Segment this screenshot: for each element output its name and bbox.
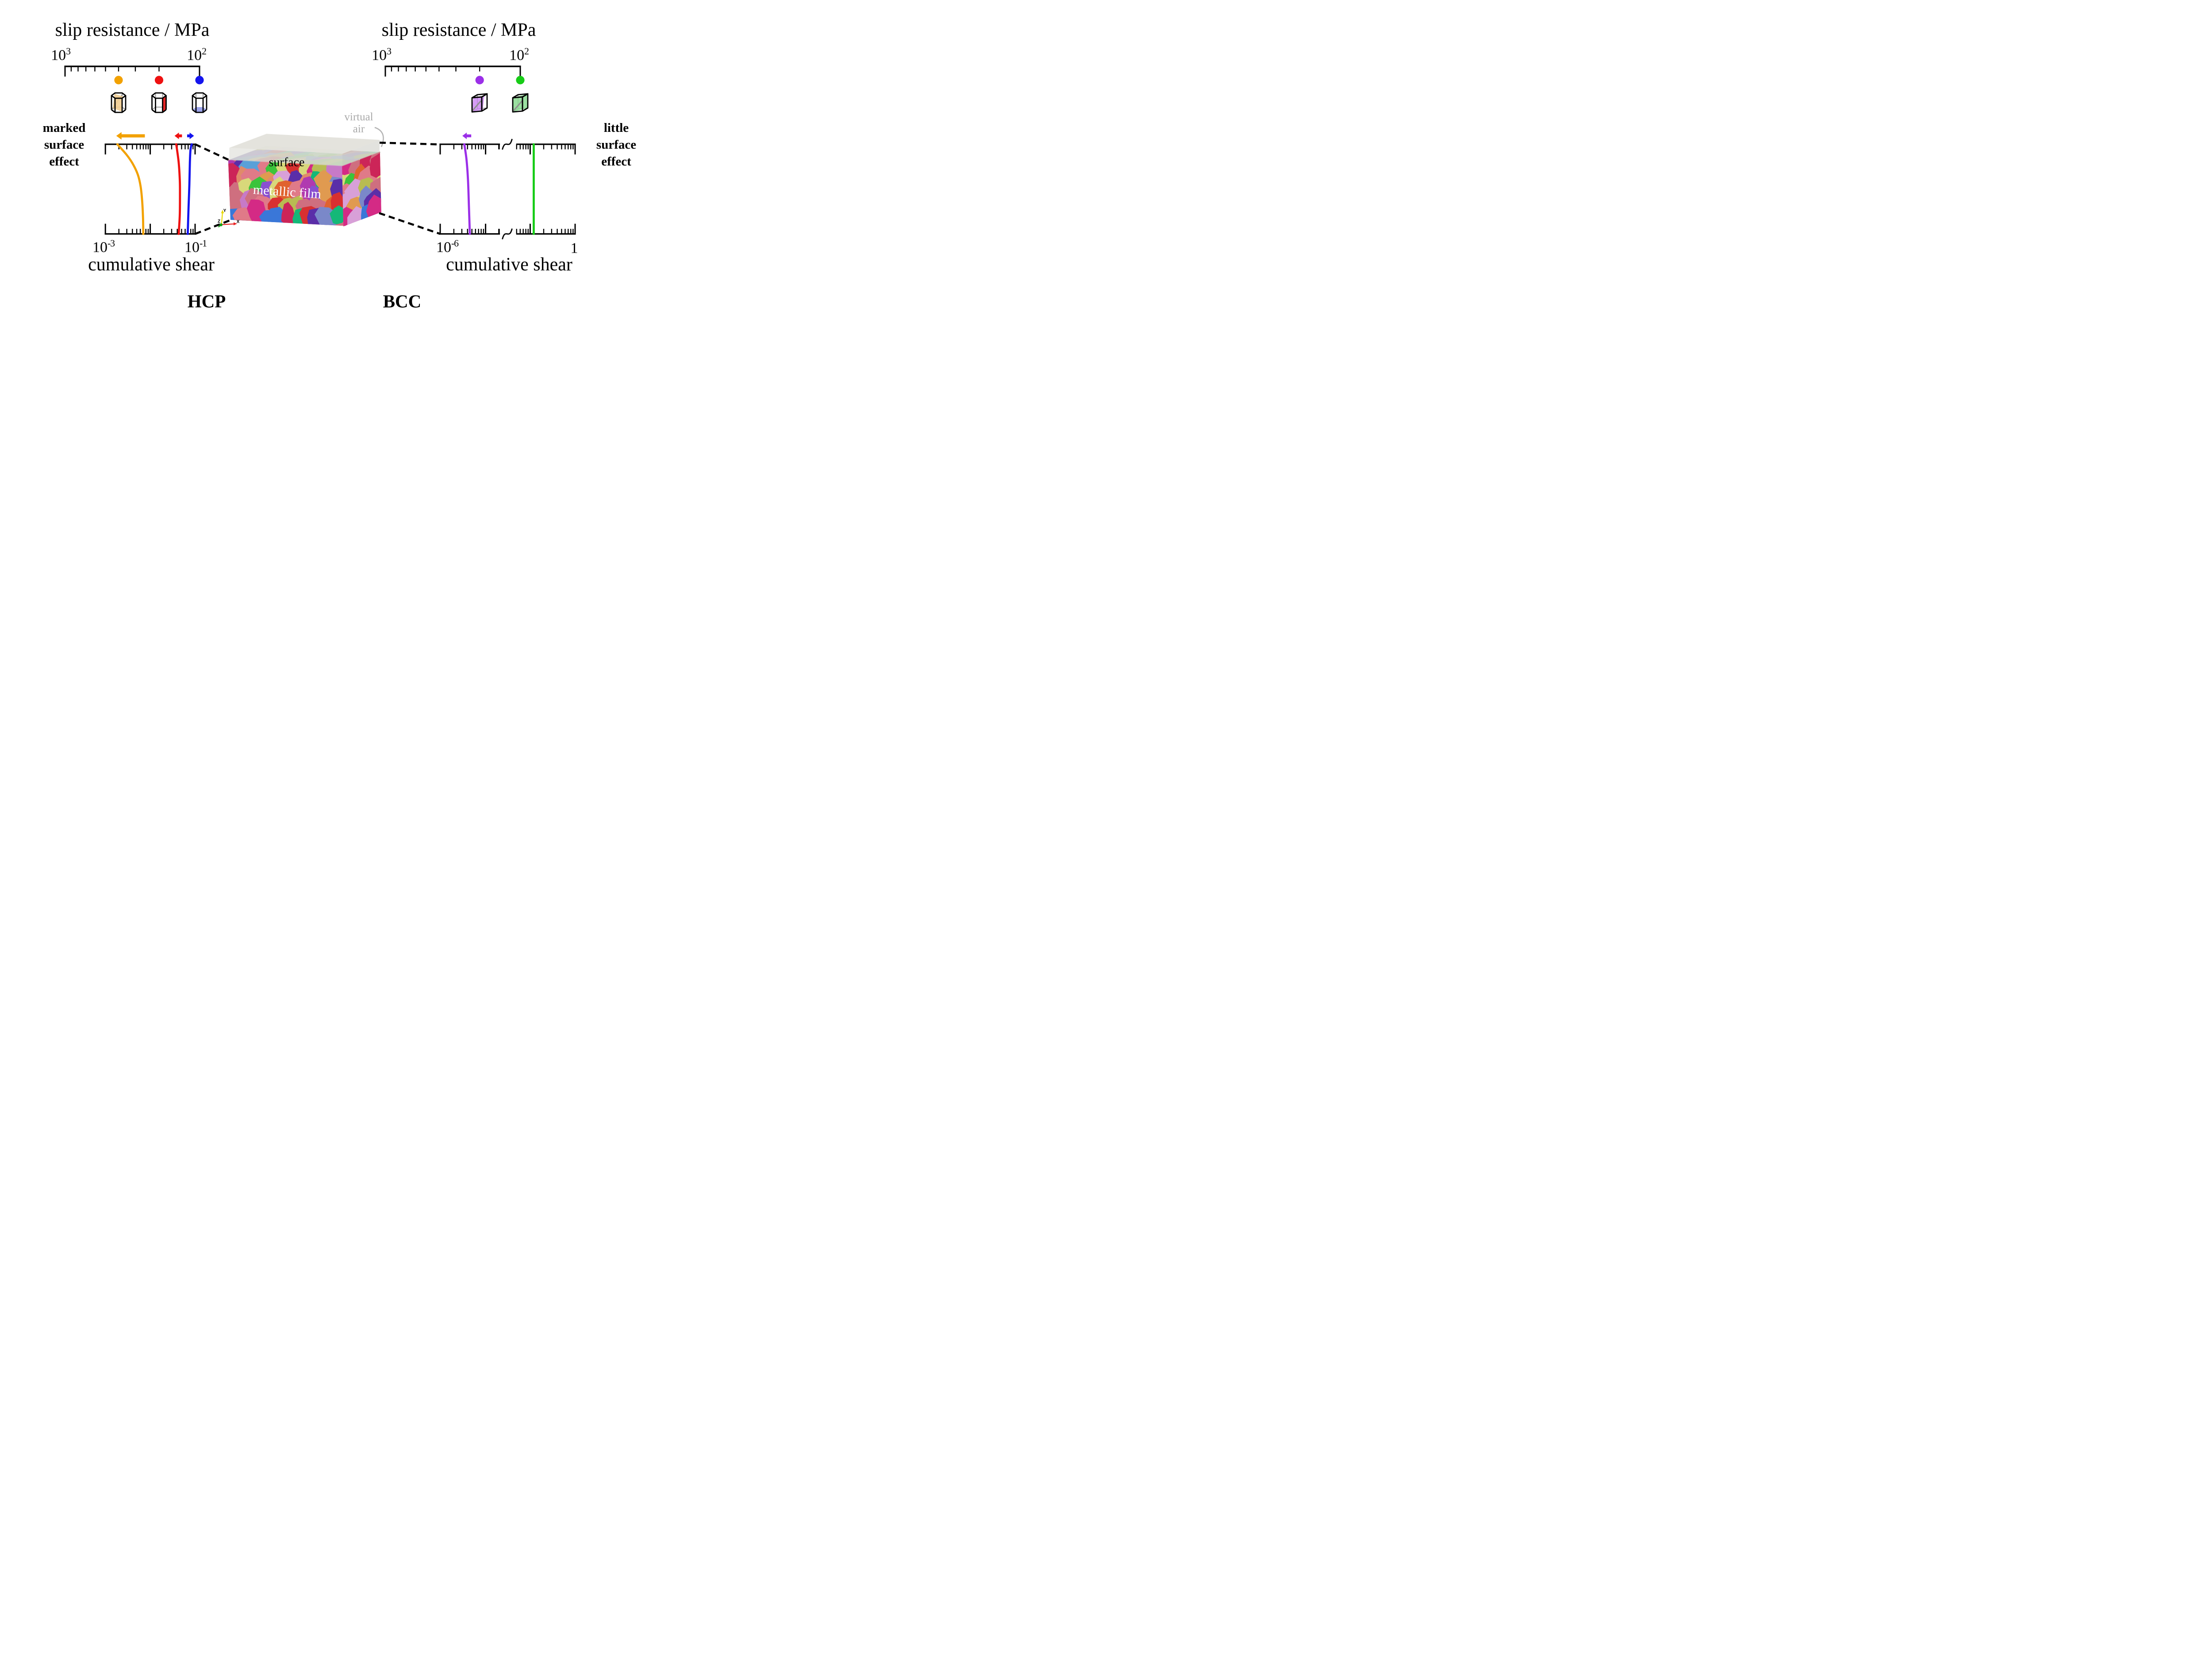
figure-canvas: slip resistance / MPa slip resistance / … xyxy=(0,0,662,331)
y-axis-label: Y xyxy=(223,208,227,213)
little-surface-effect-label: little surface effect xyxy=(596,121,637,169)
right-xmax-label: 1 xyxy=(570,240,578,257)
blue-basal-plane-curve xyxy=(186,143,193,235)
x-axis-arrow-icon xyxy=(234,222,237,226)
prismatic-slip-plane xyxy=(162,96,166,112)
shear-direction-arrow xyxy=(187,132,194,139)
purple-plane-curve xyxy=(463,143,471,235)
blue-resistance-marker xyxy=(195,76,204,85)
right-scale-title: slip resistance / MPa xyxy=(381,19,536,40)
pyramidal-slip-plane xyxy=(113,94,123,112)
orange-resistance-marker xyxy=(114,76,123,85)
hcp-shear-plot xyxy=(104,132,196,235)
axis-break-icon xyxy=(502,228,513,239)
y-axis-arrow-icon xyxy=(221,210,224,213)
left-resistance-ruler xyxy=(64,65,204,85)
green-resistance-marker xyxy=(516,76,525,85)
hcp-basal-prism-icon xyxy=(192,92,207,113)
left-xaxis-title: cumulative shear xyxy=(88,254,215,275)
right-xmin-label: 10-6 xyxy=(436,238,459,256)
hcp-prismatic-prism-icon xyxy=(151,92,167,113)
right-xaxis-title: cumulative shear xyxy=(446,254,572,275)
red-prismatic-plane-curve xyxy=(175,143,181,235)
left-scale-max-label: 103 xyxy=(51,46,71,64)
orange-pyramidal-plane-curve xyxy=(116,143,145,235)
red-resistance-marker xyxy=(154,76,164,85)
shear-direction-arrow xyxy=(174,132,182,139)
bcc-label: BCC xyxy=(383,291,422,312)
virtual-air-leader-line xyxy=(374,127,384,147)
bcc-cube-icon-green xyxy=(512,93,529,113)
marked-surface-effect-label: marked surface effect xyxy=(42,121,86,169)
virtual-air-slab xyxy=(229,134,380,166)
shear-direction-arrow xyxy=(462,132,472,139)
shear-direction-arrow xyxy=(116,132,145,140)
left-scale-title: slip resistance / MPa xyxy=(55,19,210,40)
coordinate-triad xyxy=(218,210,237,227)
purple-resistance-marker xyxy=(475,76,484,85)
hcp-pyramidal-prism-icon xyxy=(111,92,127,113)
plots-and-rulers xyxy=(64,65,576,239)
figure-graphics xyxy=(64,65,576,239)
metallic-film-cube xyxy=(228,127,384,227)
x-axis-label: X xyxy=(236,219,240,224)
left-xmin-label: 10-3 xyxy=(92,238,115,256)
right-scale-max-label: 103 xyxy=(372,46,392,64)
right-resistance-ruler xyxy=(384,65,525,85)
z-axis-label: Z xyxy=(217,219,221,224)
surface-label: surface xyxy=(269,155,305,169)
right-scale-min-label: 102 xyxy=(509,46,529,64)
axis-break-icon xyxy=(502,139,513,150)
hcp-label: HCP xyxy=(187,291,226,312)
virtual-air-label: virtual air xyxy=(344,111,373,135)
left-scale-min-label: 102 xyxy=(187,46,207,64)
z-axis-origin-icon xyxy=(219,223,223,227)
bcc-shear-plot xyxy=(439,132,576,239)
bcc-cube-icon-purple xyxy=(471,93,488,113)
zoom-connector-lines xyxy=(195,142,441,235)
left-xmax-label: 10-1 xyxy=(184,238,207,256)
